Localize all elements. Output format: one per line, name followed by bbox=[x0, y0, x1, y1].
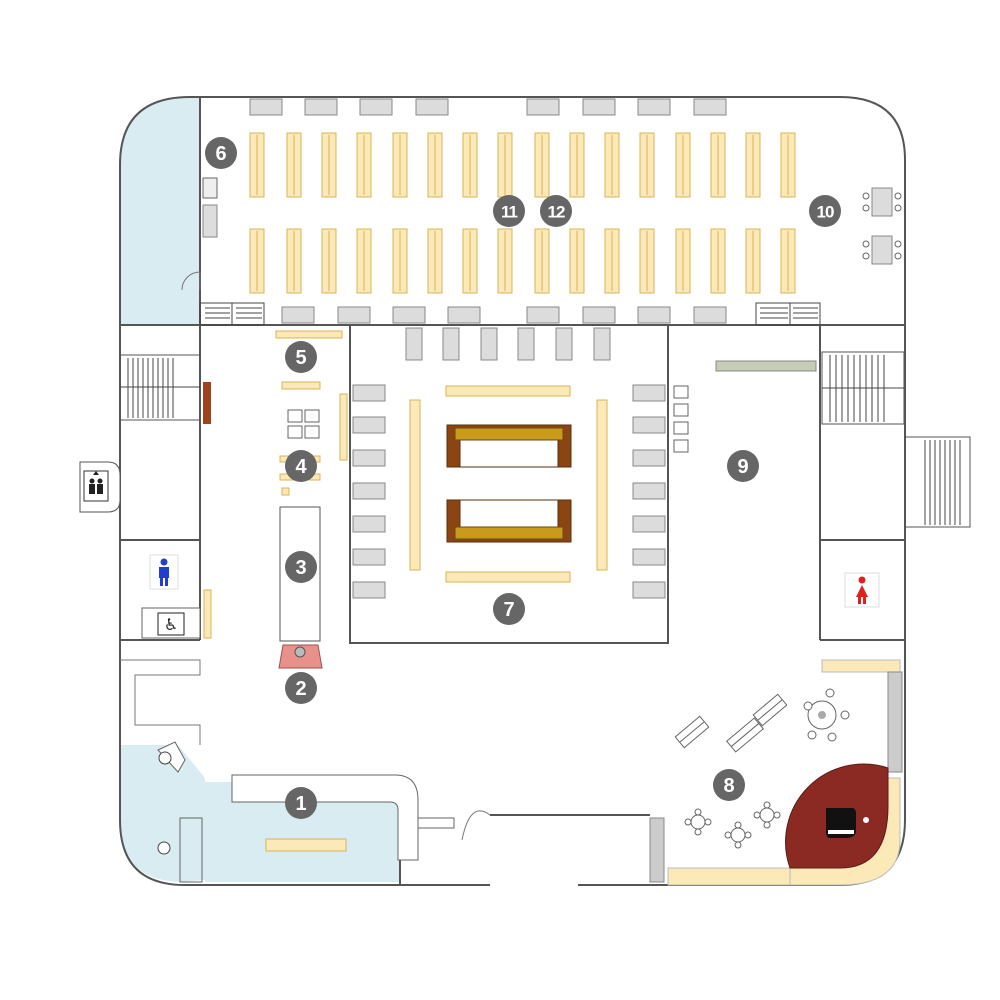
sofa-group-upper bbox=[446, 424, 572, 468]
elevator-icon bbox=[89, 471, 103, 494]
piano-icon bbox=[826, 808, 869, 838]
marker-11[interactable]: 11 bbox=[493, 195, 525, 227]
lounge-seats bbox=[674, 688, 850, 849]
west-staircase bbox=[119, 354, 201, 421]
marker-12[interactable]: 12 bbox=[540, 195, 572, 227]
marker-5[interactable]: 5 bbox=[285, 341, 317, 373]
table bbox=[352, 449, 386, 467]
kiosk bbox=[202, 177, 218, 199]
table bbox=[352, 482, 386, 500]
elevator[interactable] bbox=[79, 461, 121, 513]
table bbox=[593, 327, 611, 361]
top-hall-shelves bbox=[249, 132, 796, 294]
marker-label: 11 bbox=[501, 203, 518, 222]
table bbox=[352, 384, 386, 402]
table bbox=[632, 449, 666, 467]
sofa-group-lower bbox=[446, 499, 572, 543]
wheelchair-icon: ♿ bbox=[164, 615, 178, 634]
central-room-tables bbox=[352, 327, 666, 599]
east-bench bbox=[715, 360, 817, 372]
southwest-glass-area bbox=[120, 745, 205, 882]
marker-1[interactable]: 1 bbox=[285, 787, 317, 819]
table bbox=[632, 515, 666, 533]
top-tables-south bbox=[281, 306, 727, 324]
east-staircase bbox=[821, 351, 905, 425]
marker-label: 3 bbox=[295, 557, 306, 579]
table bbox=[632, 384, 666, 402]
group-tables-10 bbox=[862, 187, 902, 265]
table bbox=[632, 416, 666, 434]
table bbox=[480, 327, 498, 361]
marker-6[interactable]: 6 bbox=[205, 137, 237, 169]
northwest-glass-area bbox=[120, 97, 200, 325]
small-stairs-left bbox=[199, 302, 265, 326]
external-east-stairs bbox=[904, 436, 971, 528]
marker-label: 12 bbox=[548, 203, 565, 222]
marker-label: 10 bbox=[817, 203, 834, 222]
lounge-chairs-9 bbox=[673, 385, 689, 453]
reception-desk bbox=[231, 774, 419, 861]
corridor-furniture bbox=[203, 330, 348, 669]
mens-restroom-icon bbox=[159, 558, 169, 586]
top-tables-north bbox=[249, 98, 727, 116]
mens-restroom[interactable] bbox=[149, 554, 179, 590]
marker-label: 4 bbox=[295, 456, 307, 478]
marker-label: 5 bbox=[295, 347, 306, 369]
table bbox=[405, 327, 423, 361]
accessible-restroom[interactable]: ♿ bbox=[141, 607, 201, 639]
womens-restroom[interactable] bbox=[844, 572, 880, 608]
table bbox=[632, 548, 666, 566]
table bbox=[517, 327, 535, 361]
table bbox=[352, 581, 386, 599]
west-counter bbox=[203, 382, 211, 424]
marker-9[interactable]: 9 bbox=[727, 450, 759, 482]
marker-8[interactable]: 8 bbox=[713, 769, 745, 801]
marker-label: 9 bbox=[737, 456, 748, 478]
table bbox=[555, 327, 573, 361]
marker-4[interactable]: 4 bbox=[285, 450, 317, 482]
desk bbox=[202, 204, 218, 238]
entry-counter bbox=[417, 817, 455, 829]
central-shelves bbox=[409, 385, 608, 583]
marker-label: 7 bbox=[503, 599, 514, 621]
marker-3[interactable]: 3 bbox=[285, 551, 317, 583]
marker-label: 8 bbox=[723, 775, 734, 797]
marker-2[interactable]: 2 bbox=[285, 672, 317, 704]
marker-7[interactable]: 7 bbox=[493, 593, 525, 625]
table bbox=[352, 548, 386, 566]
central-room bbox=[349, 324, 669, 644]
marker-label: 1 bbox=[295, 793, 306, 815]
marker-label: 6 bbox=[215, 143, 226, 165]
table bbox=[632, 482, 666, 500]
southwest-fixtures bbox=[120, 659, 203, 883]
table bbox=[632, 581, 666, 599]
marker-label: 2 bbox=[295, 678, 306, 700]
table bbox=[352, 515, 386, 533]
womens-restroom-icon bbox=[856, 576, 868, 604]
marker-10[interactable]: 10 bbox=[809, 195, 841, 227]
table bbox=[442, 327, 460, 361]
small-stairs-right bbox=[755, 302, 821, 326]
table bbox=[352, 416, 386, 434]
